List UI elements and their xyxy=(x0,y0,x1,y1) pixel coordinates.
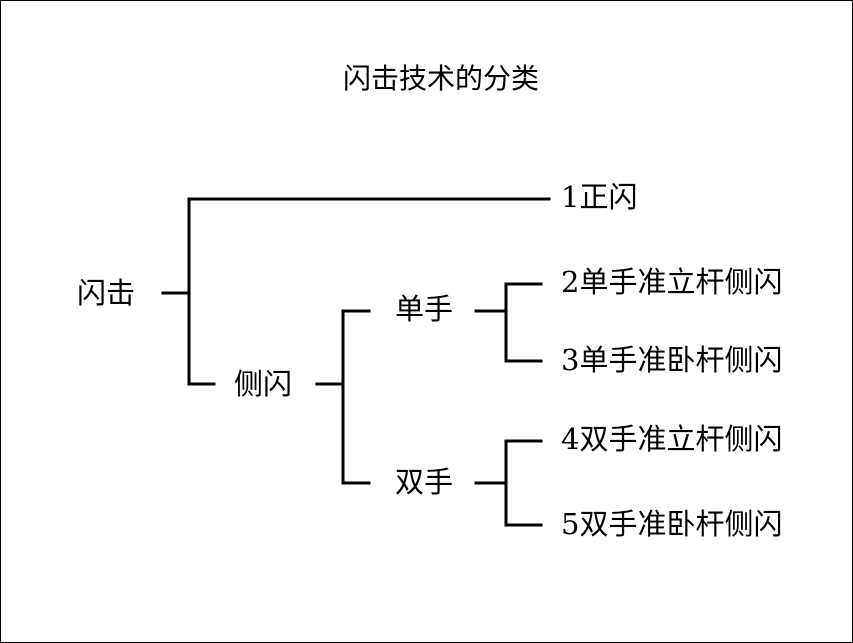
node-single: 单手 xyxy=(395,292,454,326)
node-side: 侧闪 xyxy=(234,367,293,401)
diagram-title: 闪击技术的分类 xyxy=(343,62,540,95)
node-leaf-2: 2单手准立杆侧闪 xyxy=(561,265,783,299)
node-double: 双手 xyxy=(395,465,454,499)
node-leaf-5: 5双手准卧杆侧闪 xyxy=(561,507,783,541)
node-leaf-4: 4双手准立杆侧闪 xyxy=(561,422,783,456)
node-leaf-1: 1正闪 xyxy=(561,180,638,214)
node-root: 闪击 xyxy=(77,276,136,310)
node-leaf-3: 3单手准卧杆侧闪 xyxy=(561,343,783,377)
